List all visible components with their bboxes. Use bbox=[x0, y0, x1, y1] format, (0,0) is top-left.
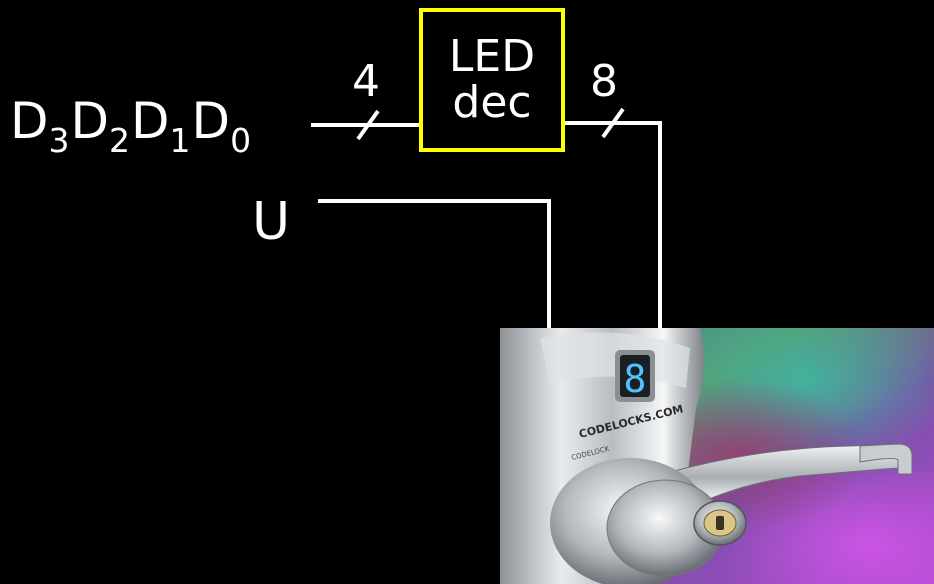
led-display-digit: 8 bbox=[624, 357, 647, 401]
led-decoder-box: LED dec bbox=[419, 8, 565, 152]
input-bus-width: 4 bbox=[352, 60, 380, 104]
input-letter-1: D bbox=[131, 92, 170, 150]
output-bus-wire bbox=[565, 123, 660, 330]
data-inputs-label: D3D2D1D0 bbox=[10, 96, 252, 146]
input-letter-0: D bbox=[192, 92, 231, 150]
unlock-label: U bbox=[252, 196, 290, 248]
input-sub-3: 3 bbox=[49, 121, 70, 160]
input-sub-0: 0 bbox=[230, 121, 251, 160]
input-letter-3: D bbox=[10, 92, 49, 150]
door-lock-photo: 8 CODELOCKS.COM CODELOCK bbox=[500, 328, 934, 584]
decoder-label-line1: LED bbox=[449, 34, 535, 80]
input-letter-2: D bbox=[71, 92, 110, 150]
door-lock-illustration: 8 CODELOCKS.COM CODELOCK bbox=[500, 328, 934, 584]
input-sub-2: 2 bbox=[109, 121, 130, 160]
unlock-wire bbox=[318, 201, 549, 330]
input-sub-1: 1 bbox=[170, 121, 191, 160]
output-bus-width: 8 bbox=[590, 60, 618, 104]
decoder-label-line2: dec bbox=[452, 80, 531, 126]
